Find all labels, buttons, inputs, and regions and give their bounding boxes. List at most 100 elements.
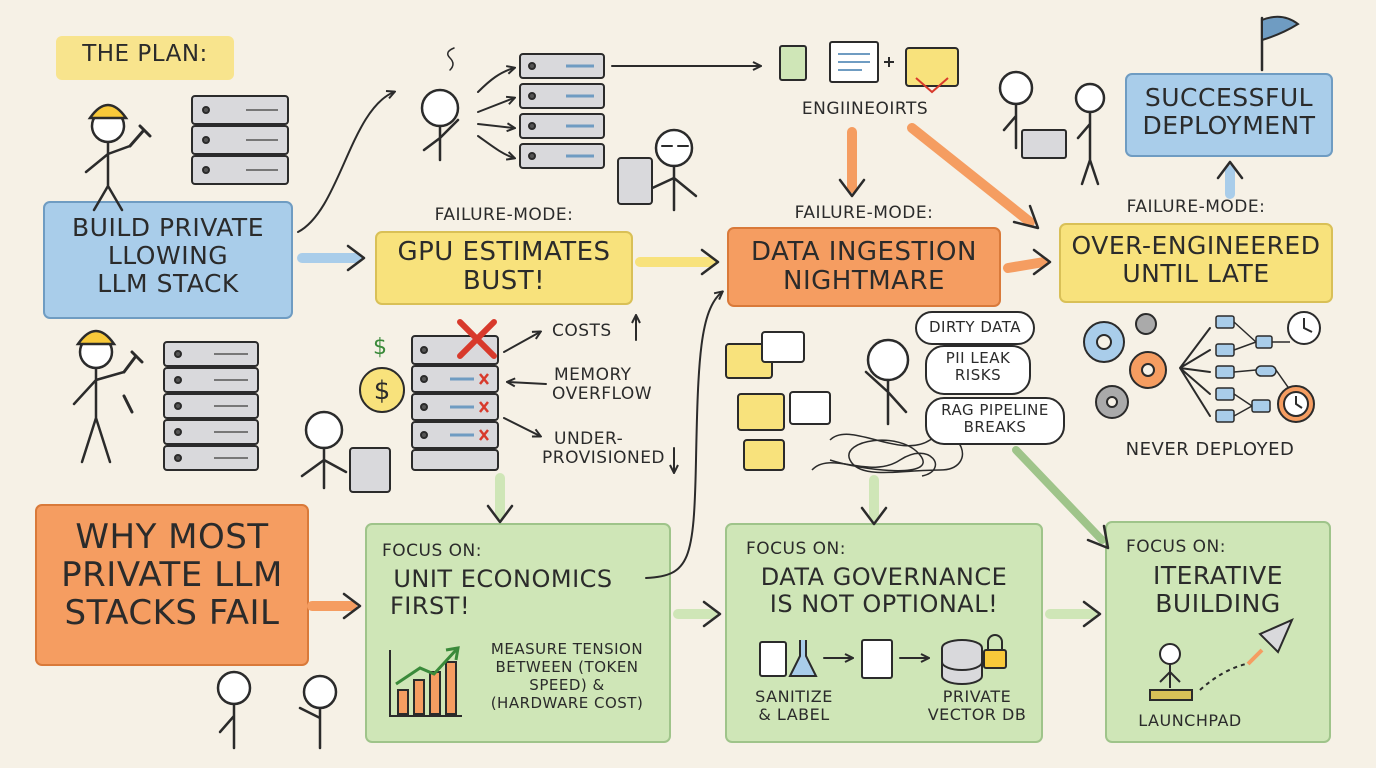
- gpu-note-memory: MEMORY OVERFLOW: [552, 365, 672, 405]
- focus2-line-1: DATA GOVERNANCE: [760, 563, 1008, 591]
- gears-icon: [1083, 313, 1167, 419]
- arrow-focus2-to-focus3-head: [1082, 600, 1102, 628]
- title-line-3: STACKS FAIL: [64, 593, 280, 634]
- failure3-line-2: UNTIL LATE: [1122, 259, 1270, 288]
- arrow-focus1-to-data: [645, 292, 722, 579]
- launchpad-rocket-icon: [1149, 618, 1294, 701]
- tangle-to-bubbles: [1179, 327, 1211, 417]
- arrow-stressed-to-server1: [477, 68, 514, 93]
- step1-line-2: & LABEL: [758, 704, 830, 724]
- focus2-box: [725, 523, 1043, 743]
- clean-document-icon: [861, 639, 893, 679]
- failure2-line-1: DATA INGESTION: [751, 237, 977, 267]
- focus2-label: FOCUS ON:: [746, 539, 846, 559]
- arrow-data-down-head: [860, 506, 888, 526]
- database-lock-icon: [941, 634, 1007, 685]
- focus1-note-line-2: BETWEEN (TOKEN: [495, 658, 639, 676]
- worried-figure-calculator: [300, 410, 391, 493]
- stressed-figure: [420, 47, 460, 162]
- failure2-line-2: NIGHTMARE: [783, 266, 945, 297]
- build-line-1: BUILD PRIVATE: [72, 213, 264, 242]
- never-deployed-label: NEVER DEPLOYED: [1125, 439, 1295, 460]
- memory-line-2: OVERFLOW: [552, 384, 653, 405]
- focus3-caption: LAUNCHPAD: [1138, 711, 1242, 730]
- arrow-title-to-focus1-head: [342, 592, 362, 620]
- memory-line-1: MEMORY: [554, 365, 632, 385]
- focus1-box: [365, 523, 671, 743]
- focus3-label: FOCUS ON:: [1126, 537, 1226, 557]
- focus2-line-2: IS NOT OPTIONAL!: [769, 589, 999, 618]
- bubble-rag-line-1: RAG PIPELINE: [941, 401, 1049, 419]
- focus1-line-2: FIRST!: [390, 591, 471, 620]
- file-icons-top: [779, 41, 959, 94]
- accountant-figure: [617, 128, 698, 212]
- worker-figure-hardhat: [84, 103, 152, 212]
- failure1-title: GPU ESTIMATES BUST!: [380, 237, 628, 297]
- title-line-2: PRIVATE LLM: [61, 555, 283, 596]
- plan-label: THE PLAN:: [62, 41, 228, 68]
- arrow-engineers-down-head: [838, 178, 866, 198]
- focus3-line-1: ITERATIVE: [1152, 561, 1283, 590]
- tangled-cables: [811, 433, 964, 477]
- failure2-box: [727, 227, 1001, 307]
- sanitize-flask-icon: [759, 640, 818, 677]
- focus2-step1: SANITIZE & LABEL: [744, 688, 844, 724]
- failure3-title: OVER-ENGINEERED UNTIL LATE: [1064, 232, 1328, 288]
- title-box-text: WHY MOST PRIVATE LLM STACKS FAIL: [40, 518, 304, 632]
- arrow-build-to-stressed: [297, 92, 394, 233]
- failure3-line-1: OVER-ENGINEERED: [1071, 231, 1321, 260]
- thin-arrows: [297, 66, 1211, 658]
- dollar-coin-icon: $ $: [359, 335, 405, 413]
- bubble-pii-line-1: PII LEAK: [945, 349, 1011, 367]
- arrow-data-to-over: [1003, 257, 1049, 273]
- under-line-2: PROVISIONED: [542, 448, 666, 469]
- server-stack-broken: [411, 335, 499, 471]
- flow-arrows: [297, 123, 1244, 628]
- arrow-data-to-over-head: [1032, 248, 1052, 276]
- arrow-gpu-to-data-head: [700, 248, 720, 276]
- plan-label-highlight: [56, 36, 234, 80]
- step1-line-1: SANITIZE: [755, 687, 833, 706]
- big-red-x: [457, 319, 497, 359]
- worker-figure-hardhat-2: [72, 329, 144, 464]
- engineer-figures: [998, 70, 1106, 186]
- success-box-text: SUCCESSFUL DEPLOYMENT: [1130, 84, 1328, 140]
- engineers-label: ENGIINEOIRTS: [801, 99, 929, 119]
- bubble-dirty-data: DIRTY DATA: [916, 319, 1034, 336]
- success-line-2: DEPLOYMENT: [1142, 111, 1316, 140]
- growth-chart-icon: [389, 646, 462, 717]
- gpu-note-costs: COSTS: [552, 321, 612, 341]
- focus1-note-line-1: MEASURE TENSION: [490, 640, 644, 658]
- success-box: [1125, 73, 1333, 157]
- arrow-from-memory: [508, 382, 547, 384]
- build-line-2: LLOWING: [107, 241, 229, 270]
- flag-icon: [1260, 15, 1300, 72]
- step2-line-1: PRIVATE: [942, 687, 1012, 706]
- arrow-data-to-focus3: [1012, 446, 1106, 544]
- svg-text:$: $: [373, 335, 387, 360]
- arrow-stressed-to-server2: [477, 98, 514, 113]
- arrow-stressed-to-server4: [477, 135, 514, 158]
- complex-flowchart-icon: [1215, 315, 1291, 423]
- failure1-line-2: BUST!: [462, 266, 546, 297]
- server-stack-gpu: [519, 53, 605, 169]
- focus2-step2: PRIVATE VECTOR DB: [922, 688, 1032, 724]
- focus1-note-line-3: SPEED) &: [529, 676, 605, 694]
- step2-line-2: VECTOR DB: [927, 704, 1027, 724]
- bubble-pii-line-2: RISKS: [954, 365, 1002, 384]
- arrow-engineers-to-over-head: [1012, 204, 1040, 230]
- success-line-1: SUCCESSFUL: [1144, 83, 1314, 112]
- failure1-line-1: GPU ESTIMATES: [397, 237, 611, 267]
- failure2-label: FAILURE-MODE:: [794, 203, 934, 223]
- arrow-stressed-to-server3: [477, 124, 514, 128]
- under-line-1: UNDER-: [554, 429, 624, 449]
- bubble-rag-line-2: BREAKS: [963, 417, 1027, 436]
- gpu-note-under: UNDER- PROVISIONED: [542, 429, 670, 468]
- thinking-figures: [216, 670, 338, 750]
- overwhelmed-figure: [864, 338, 910, 426]
- build-box: [43, 201, 293, 319]
- speech-bubbles: [915, 311, 1065, 445]
- focus1-line-1: UNIT ECONOMICS: [393, 565, 613, 593]
- focus1-label: FOCUS ON:: [382, 541, 482, 561]
- arrow-data-to-focus3-head: [1086, 524, 1110, 550]
